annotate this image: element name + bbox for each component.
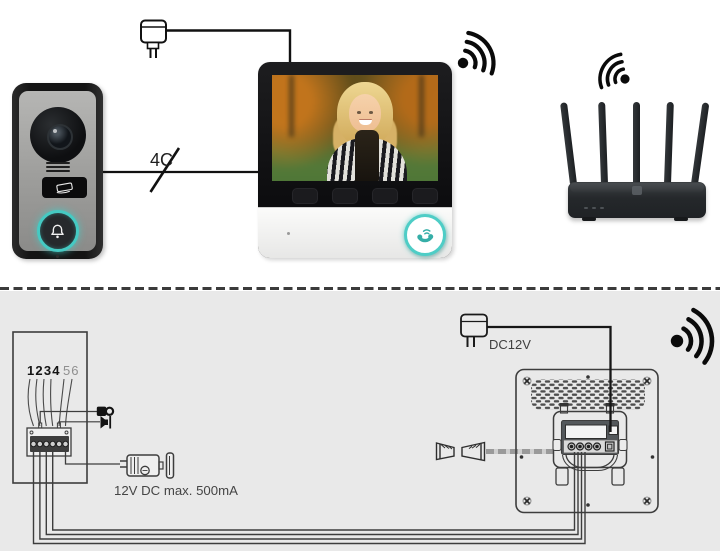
router-antenna <box>664 101 674 185</box>
monitor-screen <box>272 75 438 181</box>
camera-area <box>29 107 86 163</box>
router-antenna <box>691 102 710 185</box>
cable-4c-slash <box>149 147 181 193</box>
rfid-reader <box>42 177 87 198</box>
router-antenna <box>598 101 608 185</box>
monitor-wifi-icon <box>457 30 496 76</box>
outdoor-doorbell-camera <box>12 83 103 259</box>
touch-button <box>372 188 398 204</box>
doorbell-button <box>36 210 79 252</box>
router-led <box>592 207 596 209</box>
router-led <box>584 207 588 209</box>
router-body <box>568 182 706 221</box>
doorbell-face <box>19 91 96 258</box>
rfid-card-icon <box>55 182 73 194</box>
call-button <box>404 214 446 256</box>
indoor-monitor <box>258 62 452 258</box>
camera-lens-icon <box>46 124 73 150</box>
router-antenna <box>560 102 577 185</box>
scarf <box>355 130 379 181</box>
wifi-router <box>558 100 710 224</box>
top-power-adapter-icon <box>140 19 167 58</box>
router-foot <box>582 217 596 221</box>
router-logo <box>632 186 642 195</box>
bell-icon <box>51 224 64 238</box>
touch-button <box>412 188 438 204</box>
doorbell-mic-hole <box>56 255 59 258</box>
bottom-section-background <box>0 291 720 551</box>
tree-trunk <box>419 75 424 137</box>
monitor-mic-hole <box>287 232 290 235</box>
touch-button <box>332 188 358 204</box>
router-antenna <box>633 102 640 184</box>
phone-handset-icon <box>417 229 434 243</box>
adapter-cable <box>166 29 292 62</box>
router-led <box>600 207 604 209</box>
cable-4c-label: 4C <box>150 150 173 170</box>
cable-4c: 4C <box>103 147 258 193</box>
touch-button <box>292 188 318 204</box>
separator-dashed-line <box>0 287 720 290</box>
photo-visitor-woman <box>327 80 407 181</box>
router-foot <box>674 217 688 221</box>
router-wifi-icon <box>598 52 630 90</box>
face <box>349 94 381 132</box>
speaker-grille <box>45 162 70 174</box>
tree-trunk <box>289 75 294 137</box>
